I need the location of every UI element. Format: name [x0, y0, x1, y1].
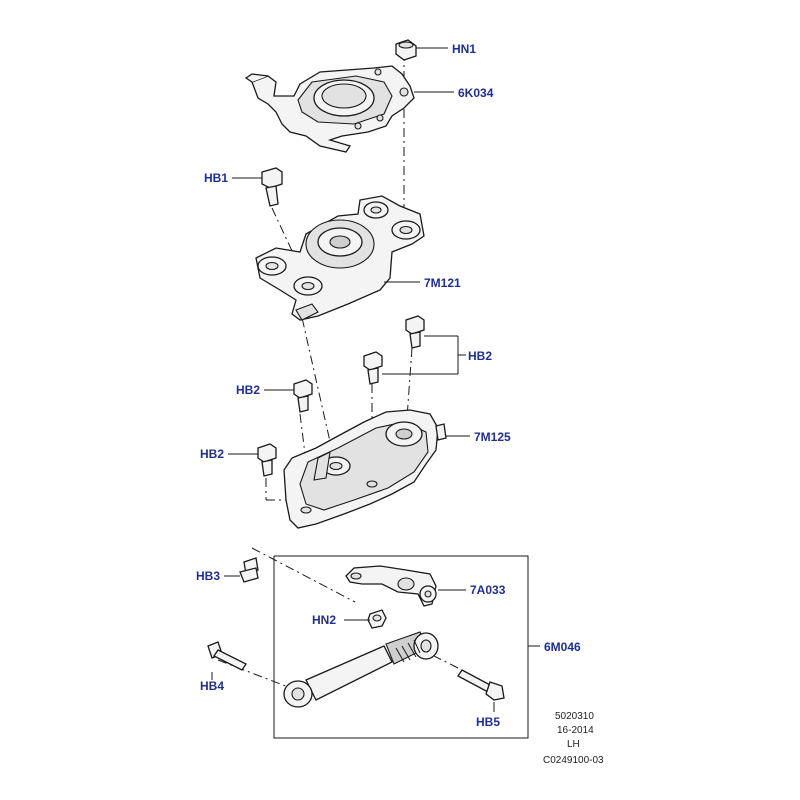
bracket-7a033	[345, 565, 437, 607]
torque-rod-6m046	[283, 631, 439, 708]
ref-code: 5020310	[555, 711, 594, 722]
hb2-bracket-leader	[382, 335, 466, 375]
ref-side: LH	[567, 739, 580, 750]
ref-drawing-number: C0249100-03	[543, 755, 604, 766]
hn1-nut	[395, 39, 417, 61]
callout-hn1: HN1	[452, 42, 476, 56]
bracket-6k034	[244, 65, 415, 153]
hb4-bolt	[207, 641, 247, 671]
engine-mount-7m121	[255, 195, 425, 321]
callout-hn2: HN2	[312, 613, 336, 627]
hn2-nut	[367, 609, 387, 629]
callout-hb3: HB3	[196, 569, 220, 583]
hb5-bolt	[457, 669, 505, 701]
callout-hb2-left-upper: HB2	[236, 383, 260, 397]
assembly-frame-6m046	[273, 555, 540, 739]
callout-7a033: 7A033	[470, 583, 506, 597]
callout-hb1: HB1	[204, 171, 228, 185]
hb2-bolt-mid	[363, 351, 383, 385]
callout-7m125: 7M125	[474, 430, 511, 444]
callout-7m121: 7M121	[424, 276, 461, 290]
bracket-7m125	[283, 409, 447, 529]
callout-6m046: 6M046	[544, 640, 581, 654]
ref-date: 16-2014	[557, 725, 594, 736]
callout-hb2-left-lower: HB2	[200, 447, 224, 461]
callout-hb2-right: HB2	[468, 349, 492, 363]
hb3-bolt	[239, 557, 259, 583]
callout-6k034: 6K034	[458, 86, 494, 100]
hb2-bolt-left-upper	[293, 379, 313, 413]
hb2-bolt-left-lower	[257, 443, 277, 477]
hb1-bolt	[261, 167, 283, 207]
callout-hb5: HB5	[476, 715, 500, 729]
callout-hb4: HB4	[200, 679, 224, 693]
hb2-bolt-upper-right	[405, 315, 425, 349]
reference-block: 5020310 16-2014 LH C0249100-03	[543, 711, 604, 766]
